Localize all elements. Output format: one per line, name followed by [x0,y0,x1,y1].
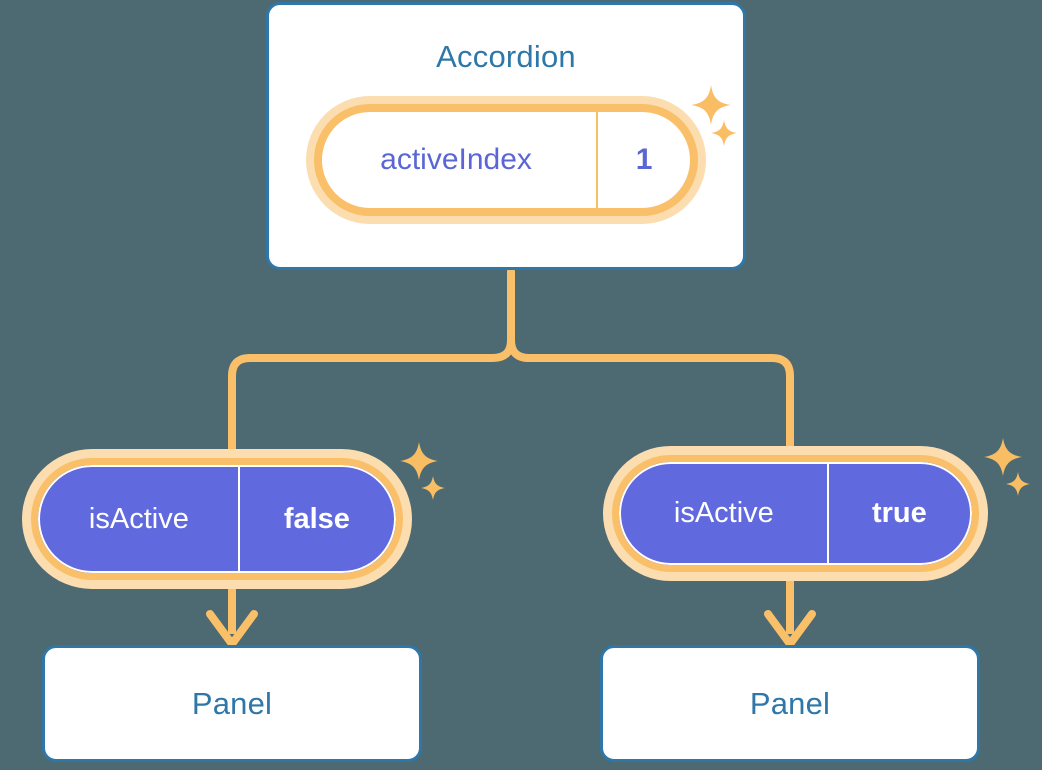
sparkle-icon [400,442,438,480]
state-pill-active-index[interactable]: activeIndex 1 [306,96,706,224]
connector-root-to-left [228,268,515,456]
state-key-label: isActive [88,502,189,535]
pill-body: isActive true [612,455,979,572]
state-key-label: activeIndex [380,143,532,176]
state-pill-is-active-false[interactable]: isActive false [22,449,412,589]
state-key-label: isActive [673,497,774,529]
connector-root-to-right [507,268,794,454]
pill-body: isActive false [31,458,403,580]
state-value-label: true [826,464,970,563]
arrowhead-right [764,610,816,648]
arrowhead-left [206,610,258,648]
sparkle-icon-small [1006,472,1030,496]
panel-title: Panel [191,685,273,721]
sparkle-icon [984,438,1022,476]
sparkle-icon-small [421,476,445,500]
panel-title: Panel [749,685,831,721]
state-value-label: 1 [596,112,690,208]
pill-body: activeIndex 1 [314,104,698,216]
state-pill-is-active-true[interactable]: isActive true [603,446,988,581]
component-card-panel-left[interactable]: Panel [42,645,422,762]
state-value-label: false [237,467,394,571]
component-card-panel-right[interactable]: Panel [600,645,980,762]
page-title: Accordion [436,39,576,74]
